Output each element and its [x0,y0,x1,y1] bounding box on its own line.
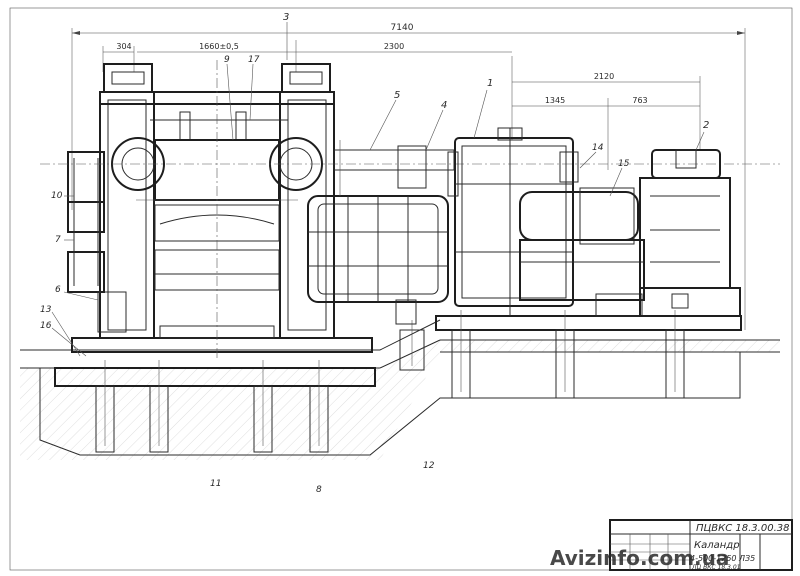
drawing-frame [9,7,793,571]
callout-leaders [51,22,705,357]
dim-2300: 2300 [384,42,404,51]
sheet-info: ЛЦ ВКС 18.3.01 [691,564,740,571]
callout-2: 2 [703,120,709,131]
callout-9: 9 [224,55,230,65]
foundation [20,310,780,460]
callout-6: 6 [55,285,61,295]
callout-17: 17 [248,55,260,65]
coupling-cage [307,140,455,325]
callout-4: 4 [441,100,447,111]
callout-10: 10 [51,191,63,201]
dim-1660: 1660±0,5 [199,42,239,51]
callout-12: 12 [423,461,435,471]
watermark: Avizinfo .com.ua [550,546,729,570]
title-block: ПЦВКС 18.3.00.38 Каландр 4-500-1250 ЛЗ5 … [609,519,793,571]
callout-5: 5 [394,90,400,101]
calender-frames [40,60,780,360]
callout-11: 11 [210,479,221,489]
dim-overall: 7140 [391,23,414,33]
callouts: 1 2 3 4 5 6 7 8 9 10 11 12 13 14 15 16 1… [40,12,709,495]
watermark-brand: Avizinfo [550,546,640,570]
dim-1345: 1345 [545,96,565,105]
drawing-title: Каландр [694,540,740,551]
dim-2120: 2120 [594,72,614,81]
doc-code: ПЦВКС 18.3.00.38 [696,523,789,534]
drawing-subtitle: 4-500-1250 ЛЗ5 [690,554,755,563]
dimension-lines: 7140 304 1660±0,5 2300 2120 1345 763 [71,23,746,330]
callout-1: 1 [487,78,493,89]
watermark-domain: .com.ua [640,546,729,570]
dim-304: 304 [116,42,131,51]
dim-763: 763 [632,96,647,105]
callout-7: 7 [55,235,61,245]
callout-15: 15 [618,159,630,169]
callout-3: 3 [283,12,289,23]
callout-14: 14 [592,143,604,153]
callout-13: 13 [40,305,52,315]
gearbox [447,127,579,316]
callout-8: 8 [316,485,322,495]
callout-16: 16 [40,321,52,331]
motor-assembly [519,149,741,317]
